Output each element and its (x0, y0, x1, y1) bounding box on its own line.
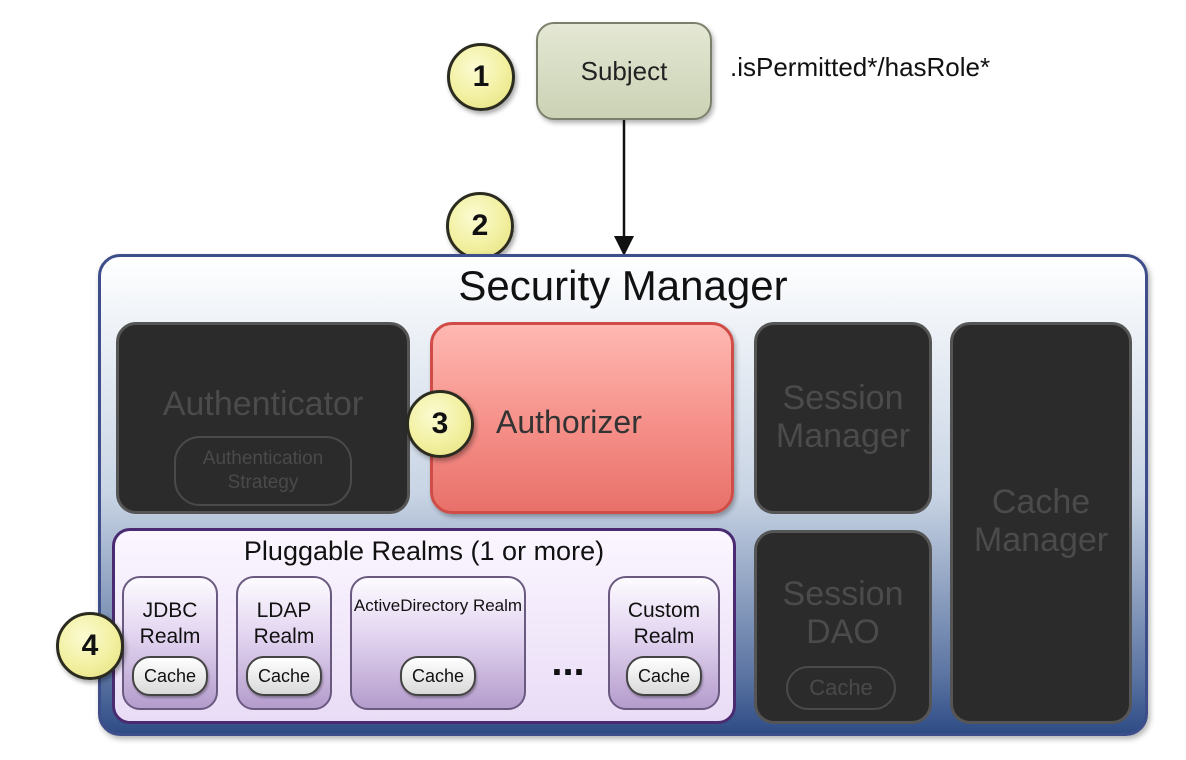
authorizer-label: Authorizer (496, 404, 642, 440)
step-2-callout: 2 (446, 192, 514, 260)
realm-ldap-cache: Cache (245, 656, 323, 696)
session-dao-label: Session DAO (782, 575, 904, 652)
session-dao-cache-label: Cache (809, 675, 873, 700)
authentication-strategy-label: Authentication Strategy (202, 448, 324, 493)
cache-manager-box: Cache Manager (950, 322, 1132, 724)
pluggable-realms-title: Pluggable Realms (1 or more) (243, 536, 605, 566)
step-1-callout: 1 (447, 43, 515, 111)
realm-ldap-label: LDAP Realm (253, 599, 315, 648)
step-3-callout: 3 (406, 390, 474, 458)
realm-custom-label: Custom Realm (627, 599, 701, 648)
session-manager-box: Session Manager (754, 322, 932, 514)
method-call-label: .isPermitted*/hasRole* (730, 52, 991, 82)
step-1-number: 1 (472, 60, 490, 93)
realm-jdbc: JDBC Realm Cache (122, 576, 218, 710)
cache-manager-label: Cache Manager (973, 483, 1109, 560)
realm-jdbc-cache: Cache (131, 656, 209, 696)
realm-custom: Custom Realm Cache (608, 576, 720, 710)
realm-custom-cache: Cache (625, 656, 703, 696)
realm-active-directory: ActiveDirectory Realm Cache (350, 576, 526, 710)
step-4-callout: 4 (56, 612, 124, 680)
realm-active-directory-label: ActiveDirectory Realm (353, 596, 523, 615)
subject-node: Subject (536, 22, 712, 120)
step-3-number: 3 (431, 407, 449, 440)
authentication-strategy-pill: Authentication Strategy (174, 436, 352, 506)
realm-ldap: LDAP Realm Cache (236, 576, 332, 710)
step-2-number: 2 (471, 209, 489, 242)
session-manager-label: Session Manager (775, 379, 911, 456)
realm-active-directory-cache: Cache (399, 656, 477, 696)
step-4-number: 4 (81, 629, 99, 662)
authenticator-box: Authenticator (116, 322, 410, 514)
session-dao-box: Session DAO (754, 530, 932, 724)
authorizer-box (430, 322, 734, 514)
security-manager-title: Security Manager (458, 262, 788, 309)
subject-label: Subject (580, 55, 668, 86)
authenticator-label: Authenticator (162, 385, 364, 423)
session-dao-cache-pill: Cache (786, 666, 896, 710)
subject-to-security-manager-arrow (614, 120, 634, 256)
realm-jdbc-label: JDBC Realm (139, 599, 201, 648)
more-realms-ellipsis: ... (551, 640, 585, 684)
